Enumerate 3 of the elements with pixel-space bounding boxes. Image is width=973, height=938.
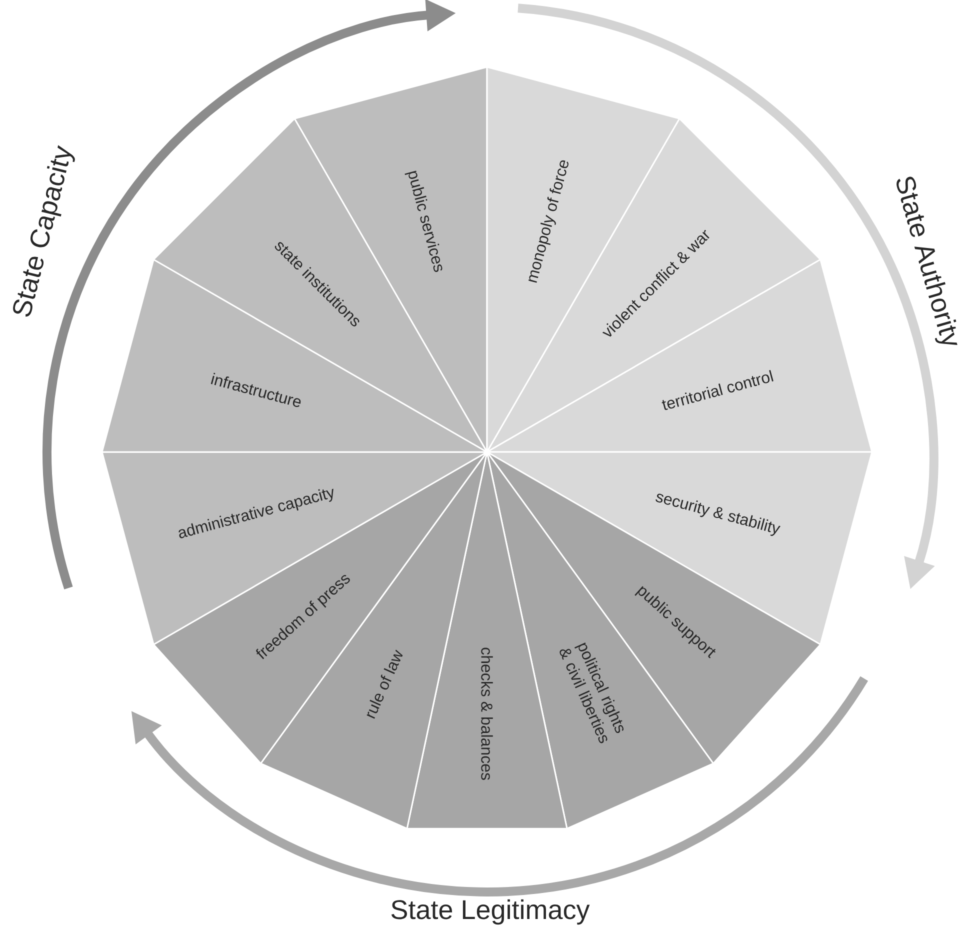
arrow-label: State Authority (896, 176, 958, 346)
arrow-label: State Legitimacy (391, 899, 590, 925)
arrow-label: State Capacity (13, 145, 75, 317)
